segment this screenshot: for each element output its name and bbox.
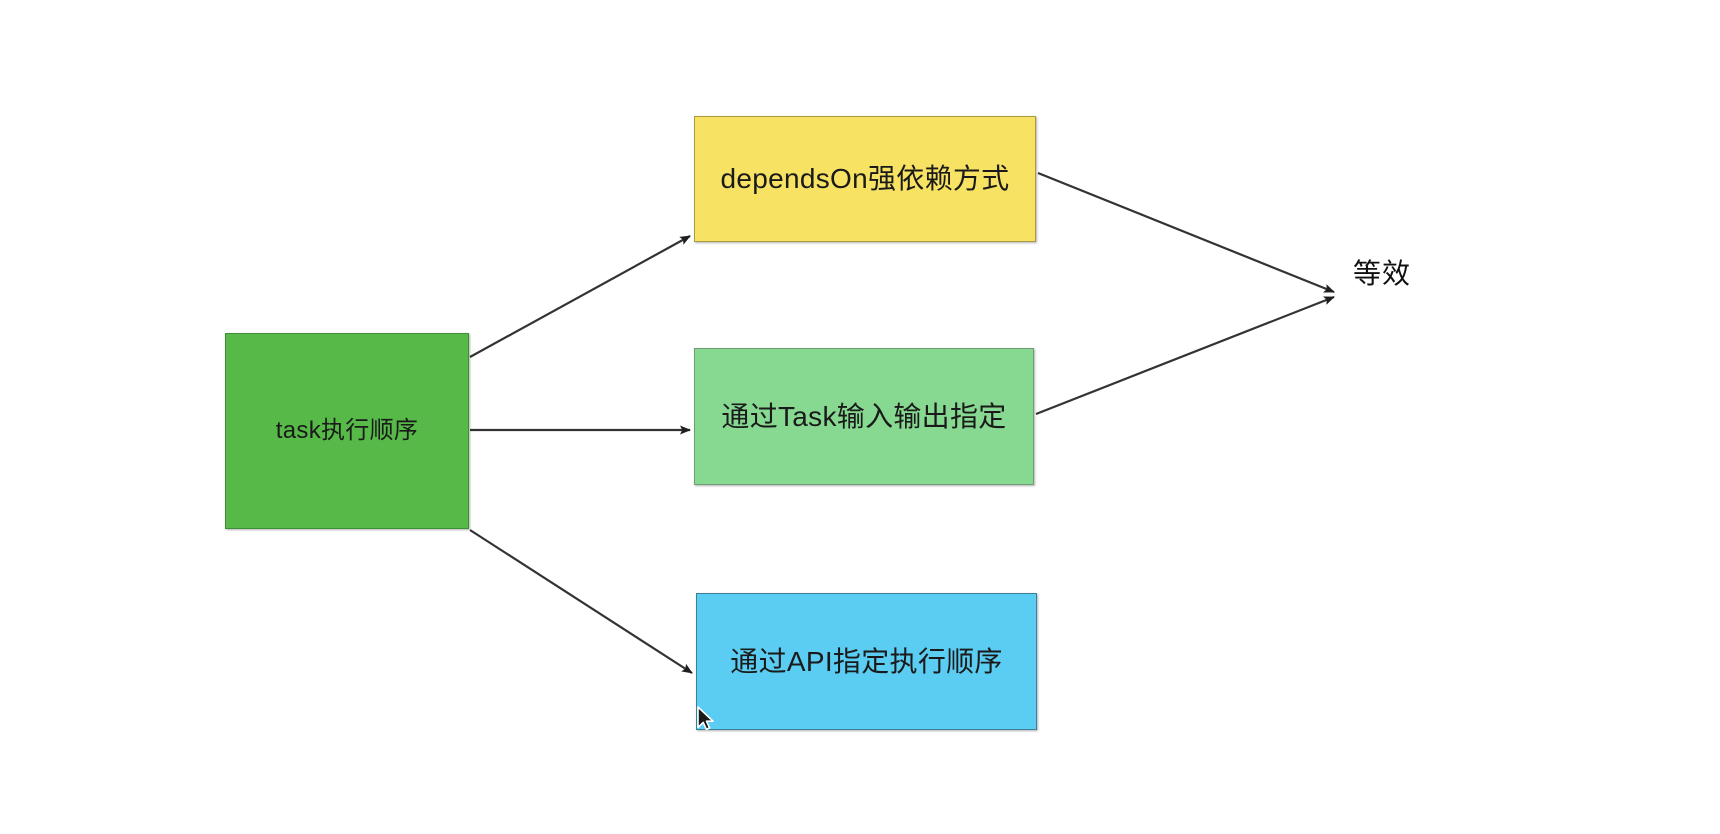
node-api-execution-order[interactable]: 通过API指定执行顺序 [696, 593, 1037, 730]
node-task-input-output[interactable]: 通过Task输入输出指定 [694, 348, 1034, 485]
edge-taskio-to-equivalent [1035, 295, 1335, 416]
node-depends-on-strong-dependency[interactable]: dependsOn强依赖方式 [694, 116, 1036, 242]
annotation-equivalent: 等效 [1353, 258, 1412, 289]
node-label: 通过Task输入输出指定 [721, 400, 1007, 432]
edge-task-to-dependson [469, 235, 691, 358]
node-task-execution-order[interactable]: task执行顺序 [225, 333, 469, 529]
edge-task-to-api [469, 529, 693, 674]
node-label: 通过API指定执行顺序 [730, 645, 1003, 677]
node-label: dependsOn强依赖方式 [720, 163, 1010, 195]
node-label: task执行顺序 [275, 416, 419, 444]
edge-dependson-to-equivalent [1037, 171, 1335, 294]
mouse-pointer-icon [697, 706, 714, 731]
